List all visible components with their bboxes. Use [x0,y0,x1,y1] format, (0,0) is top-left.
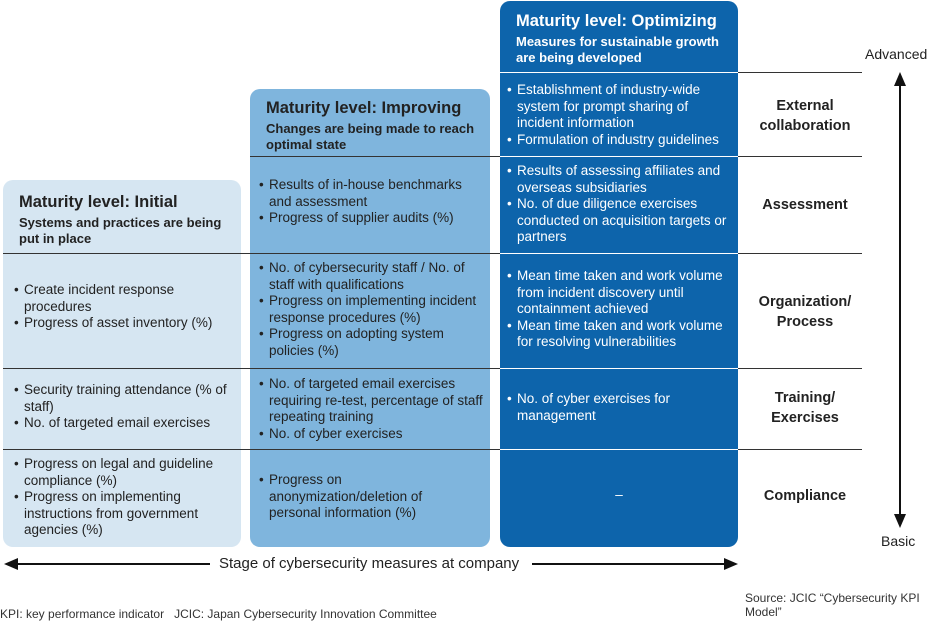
horizontal-double-arrow-icon [4,558,738,570]
row-divider-training-inner [500,368,738,369]
row-divider-compliance-inner [500,449,738,450]
cell-improving-compliance: Progress on anonymization/deletion of pe… [259,472,459,522]
column-initial-title: Maturity level: Initial [19,193,178,211]
list-item: Progress on adopting system policies (%) [259,326,489,359]
axis-label-basic: Basic [881,533,916,549]
list-item: Results of in-house benchmarks and asses… [259,177,485,210]
list-item: No. of cybersecurity staff / No. of staf… [259,260,489,293]
category-external-collaboration: External collaboration [759,98,851,134]
row-divider-assessment-inner [500,156,738,157]
column-improving-subtitle: Changes are being made to reach optimal … [266,121,475,152]
cell-initial-training: Security training attendance (% of staff… [14,382,236,432]
list-item: No. of targeted email exercises requirin… [259,376,485,426]
list-item: No. of cyber exercises for management [507,391,733,424]
cell-optimizing-organization: Mean time taken and work volume from inc… [507,268,733,351]
row-divider-external-inner [500,72,738,73]
list-item: Formulation of industry guidelines [507,132,733,149]
row-divider-training [3,368,862,369]
row-divider-organization-inner [500,253,738,254]
list-item: No. of cyber exercises [259,426,485,443]
cell-initial-organization: Create incident response procedures Prog… [14,282,236,332]
column-optimizing-header: Maturity level: Optimizing Measures for … [516,11,728,66]
column-initial-subtitle: Systems and practices are being put in p… [19,215,222,246]
list-item: Progress on implementing incident respon… [259,293,489,326]
column-improving-header: Maturity level: Improving Changes are be… [266,98,480,153]
cell-optimizing-assessment: Results of assessing affiliates and over… [507,163,733,246]
cell-improving-training: No. of targeted email exercises requirin… [259,376,485,442]
list-item: Progress of asset inventory (%) [14,315,236,332]
list-item: Mean time taken and work volume from inc… [507,268,733,318]
list-item: Mean time taken and work volume for reso… [507,318,733,351]
list-item: Progress on implementing instructions fr… [14,489,236,539]
list-item: Progress on anonymization/deletion of pe… [259,472,459,522]
column-optimizing-title: Maturity level: Optimizing [516,12,717,30]
list-item: Create incident response procedures [14,282,236,315]
column-improving-title: Maturity level: Improving [266,99,462,117]
category-compliance: Compliance [763,488,847,504]
cell-improving-assessment: Results of in-house benchmarks and asses… [259,177,485,227]
source-note: Source: JCIC “Cybersecurity KPI Model” [745,591,920,619]
horizontal-axis-caption: Stage of cybersecurity measures at compa… [219,555,520,572]
cell-optimizing-training: No. of cyber exercises for management [507,391,733,424]
cell-optimizing-compliance: – [615,487,623,502]
list-item: Progress of supplier audits (%) [259,210,485,227]
cell-improving-organization: No. of cybersecurity staff / No. of staf… [259,260,489,359]
row-divider-organization [3,253,862,254]
list-item: No. of targeted email exercises [14,415,236,432]
list-item: Progress on legal and guideline complian… [14,456,236,489]
list-item: No. of due diligence exercises conducted… [507,196,733,246]
column-initial-header: Maturity level: Initial Systems and prac… [19,192,231,247]
cell-optimizing-external: Establishment of industry-wide system fo… [507,82,733,148]
category-organization-process: Organization/ Process [758,294,852,330]
list-item: Results of assessing affiliates and over… [507,163,733,196]
category-assessment: Assessment [762,197,848,213]
column-optimizing-subtitle: Measures for sustainable growth are bein… [516,34,719,65]
list-item: Establishment of industry-wide system fo… [507,82,733,132]
row-divider-compliance [3,449,862,450]
footnote: KPI: key performance indicator JCIC: Jap… [0,607,437,621]
axis-label-advanced: Advanced [865,46,928,62]
category-training-exercises: Training/ Exercises [771,390,839,426]
list-item: Security training attendance (% of staff… [14,382,236,415]
cell-initial-compliance: Progress on legal and guideline complian… [14,456,236,539]
vertical-double-arrow-icon [894,72,906,528]
